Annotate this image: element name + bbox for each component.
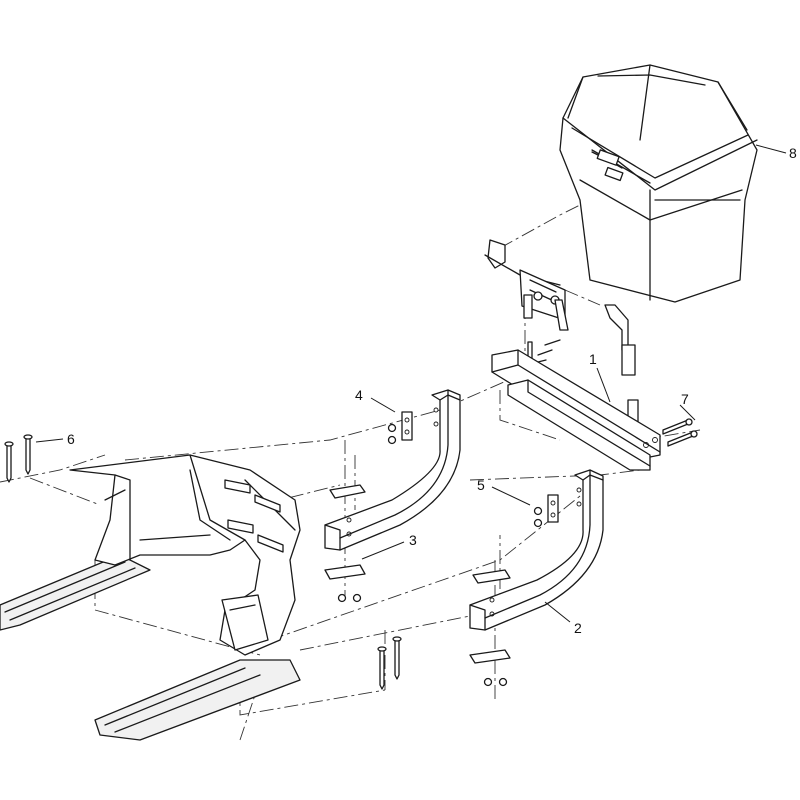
- callout-8: 8: [789, 145, 797, 161]
- leader-5: [491, 486, 531, 506]
- callout-5: 5: [477, 477, 485, 493]
- support-arm-left: [324, 389, 461, 603]
- clip-nuts-4: [387, 411, 413, 445]
- callout-2: 2: [574, 620, 582, 636]
- crossbar-frame: [491, 349, 661, 471]
- callout-labels: 1 2 3 4 5 6 7 8: [67, 145, 797, 636]
- pins-left: [4, 434, 33, 483]
- callout-4: 4: [355, 387, 363, 403]
- leader-2: [544, 601, 571, 623]
- pins-lower: [377, 636, 402, 690]
- callout-6: 6: [67, 431, 75, 447]
- tractor-frame: [0, 454, 301, 741]
- clip-nuts-5: [533, 494, 559, 528]
- leader-1: [596, 367, 611, 403]
- callout-7: 7: [681, 391, 689, 407]
- leader-7: [679, 404, 696, 421]
- callout-1: 1: [589, 351, 597, 367]
- callout-3: 3: [409, 532, 417, 548]
- leader-6: [35, 438, 64, 443]
- leader-4: [370, 397, 396, 413]
- hopper-bin: [559, 64, 758, 303]
- bolt-pair-7: [662, 418, 698, 447]
- support-arm-right: [469, 469, 604, 687]
- callout-leaders: [35, 144, 787, 623]
- leader-3: [361, 541, 405, 560]
- leader-8: [755, 144, 787, 154]
- mount-bracket-assembly: [484, 239, 639, 431]
